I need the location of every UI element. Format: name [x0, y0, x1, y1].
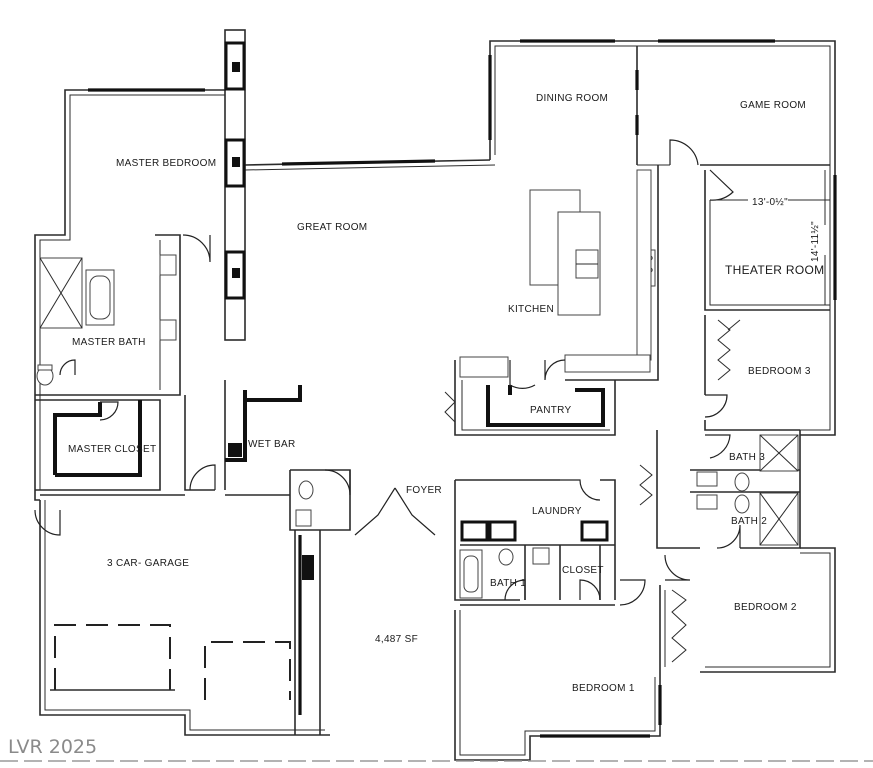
label-laundry: LAUNDRY [532, 506, 582, 517]
room-labels: DINING ROOM GAME ROOM MASTER BEDROOM GRE… [68, 93, 824, 694]
label-theater-length: 14'-11½" [810, 221, 821, 262]
label-dining-room: DINING ROOM [536, 93, 608, 104]
label-theater-room: THEATER ROOM [725, 263, 824, 277]
label-foyer: FOYER [406, 485, 442, 496]
dimension-lines [710, 170, 830, 305]
label-master-bedroom: MASTER BEDROOM [116, 158, 216, 169]
label-kitchen: KITCHEN [508, 304, 554, 315]
watermark: LVR 2025 [0, 736, 873, 762]
fireplaces [224, 41, 246, 300]
label-master-closet: MASTER CLOSET [68, 444, 156, 455]
label-bedroom-2: BEDROOM 2 [734, 602, 797, 613]
label-game-room: GAME ROOM [740, 100, 806, 111]
interior-walls [35, 46, 830, 735]
label-area: 4,487 SF [375, 634, 418, 645]
label-wet-bar: WET BAR [248, 439, 295, 450]
kitchen-fixtures [459, 169, 656, 378]
heavy-walls [53, 385, 605, 580]
label-bath-1: BATH 1 [490, 578, 526, 589]
label-garage: 3 CAR- GARAGE [107, 558, 189, 569]
watermark-text: LVR 2025 [8, 736, 97, 758]
label-bedroom-1: BEDROOM 1 [572, 683, 635, 694]
label-theater-width: 13'-0½" [752, 197, 788, 208]
windows [88, 39, 837, 738]
label-bath-3: BATH 3 [729, 452, 765, 463]
label-bedroom-3: BEDROOM 3 [748, 366, 811, 377]
bifold-doors [444, 319, 741, 663]
label-master-bath: MASTER BATH [72, 337, 146, 348]
garage-doors [50, 624, 291, 700]
bath-fixtures [36, 254, 799, 599]
label-great-room: GREAT ROOM [297, 222, 367, 233]
label-closet: CLOSET [562, 565, 604, 576]
label-pantry: PANTRY [530, 405, 571, 416]
label-bath-2: BATH 2 [731, 516, 767, 527]
